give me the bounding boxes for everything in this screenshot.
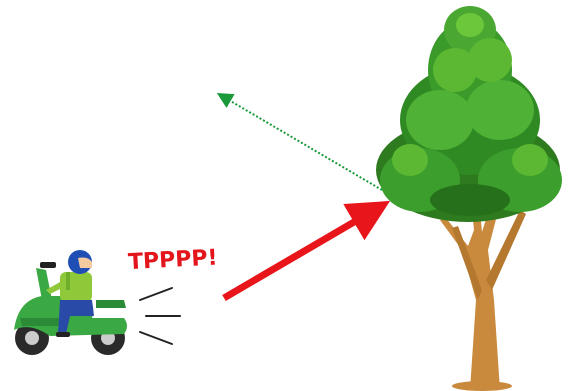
reflected-arrow-icon — [222, 96, 382, 190]
sound-lines-icon — [140, 288, 180, 344]
sound-effect-text: TPPPP! — [127, 245, 218, 275]
sound-arrow-icon — [224, 208, 378, 298]
tree-icon — [376, 6, 562, 391]
scooter-rider-icon — [14, 250, 127, 355]
